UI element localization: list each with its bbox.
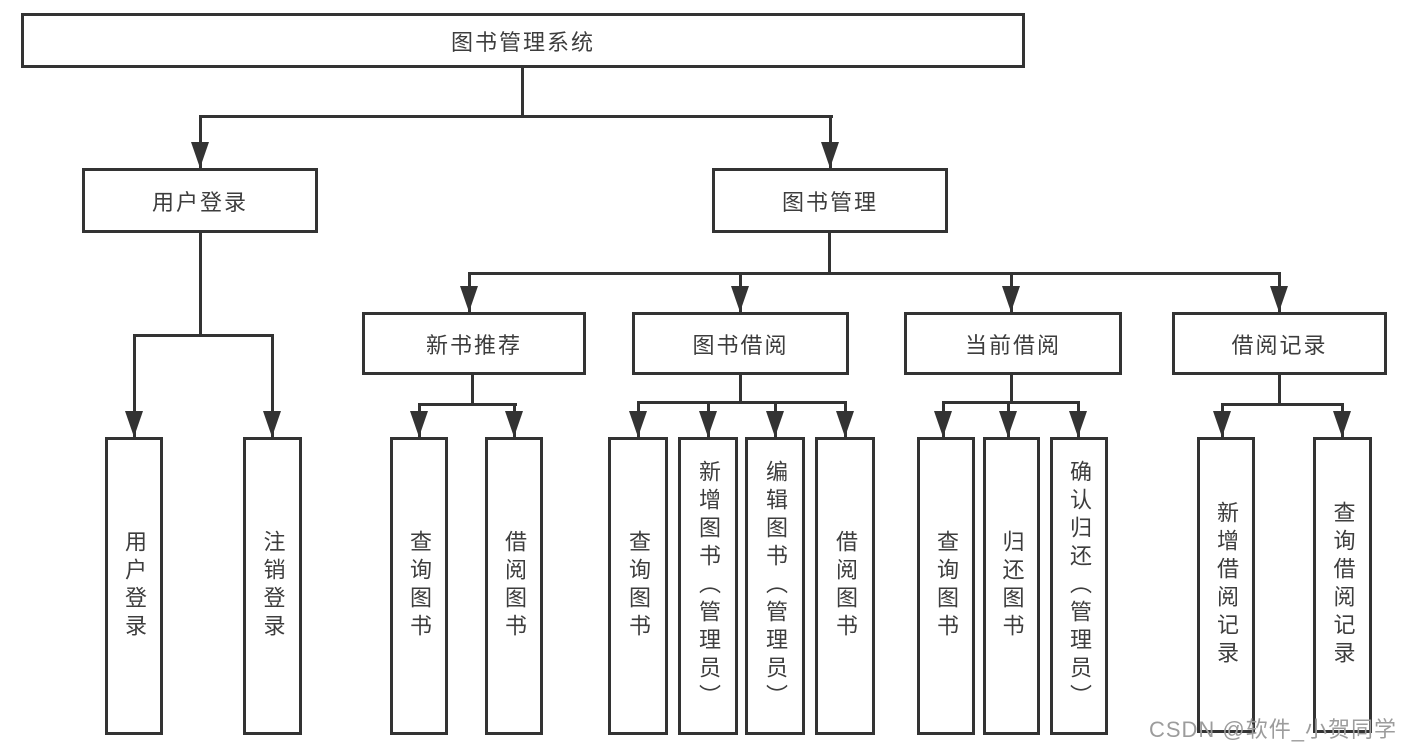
node-new-book-recommendation: 新书推荐 — [362, 312, 586, 375]
arrow-down-icon — [125, 411, 143, 437]
connector-line — [133, 334, 136, 437]
leaf-add-books-admin: 新增图书（管理员） — [678, 437, 738, 735]
node-label: 图书管理 — [781, 189, 878, 215]
connector-line — [1221, 403, 1344, 406]
arrow-down-icon — [629, 411, 647, 437]
arrow-down-icon — [999, 411, 1017, 437]
leaf-label: 归还图书 — [999, 530, 1025, 642]
leaf-edit-books-admin: 编辑图书（管理员） — [745, 437, 805, 735]
arrow-down-icon — [699, 411, 717, 437]
leaf-label: 借阅图书 — [833, 530, 858, 642]
arrow-down-icon — [1002, 286, 1020, 312]
csdn-watermark: CSDN @软件_小贺同学 — [1148, 717, 1397, 742]
connector-line — [199, 233, 202, 336]
leaf-label: 确认归还（管理员） — [1067, 460, 1092, 712]
node-borrow-records: 借阅记录 — [1172, 312, 1387, 375]
leaf-label: 用户登录 — [122, 530, 147, 642]
node-label: 用户登录 — [151, 189, 248, 215]
leaf-label: 查询图书 — [626, 530, 651, 642]
node-library-management-system: 图书管理系统 — [21, 13, 1025, 68]
node-label: 当前借阅 — [964, 332, 1061, 358]
node-label: 新书推荐 — [425, 332, 522, 358]
arrow-down-icon — [731, 286, 749, 312]
connector-line — [1010, 375, 1013, 403]
leaf-return-books: 归还图书 — [983, 437, 1040, 735]
leaf-label: 查询借阅记录 — [1330, 501, 1356, 669]
arrow-down-icon — [410, 411, 428, 437]
leaf-borrow-books: 借阅图书 — [815, 437, 875, 735]
arrow-down-icon — [836, 411, 854, 437]
arrow-down-icon — [1213, 411, 1231, 437]
connector-line — [468, 272, 1281, 275]
connector-line — [133, 334, 274, 337]
leaf-user-login: 用户登录 — [105, 437, 163, 735]
arrow-down-icon — [934, 411, 952, 437]
connector-line — [828, 233, 831, 275]
leaf-logout: 注销登录 — [243, 437, 302, 735]
connector-line — [471, 375, 474, 405]
connector-line — [271, 334, 274, 437]
leaf-label: 注销登录 — [260, 530, 286, 642]
leaf-query-books-current: 查询图书 — [917, 437, 975, 735]
connector-line — [199, 115, 833, 118]
arrow-down-icon — [263, 411, 281, 437]
node-label: 图书管理系统 — [450, 29, 595, 55]
node-current-borrowing: 当前借阅 — [904, 312, 1122, 375]
node-label: 借阅记录 — [1231, 332, 1328, 358]
connector-line — [829, 115, 832, 168]
arrow-down-icon — [505, 411, 523, 437]
node-book-management: 图书管理 — [712, 168, 948, 233]
leaf-query-books-borrowing: 查询图书 — [608, 437, 668, 735]
leaf-query-borrow-record: 查询借阅记录 — [1313, 437, 1372, 733]
arrow-down-icon — [1069, 411, 1087, 437]
node-user-login: 用户登录 — [82, 168, 318, 233]
node-book-borrowing: 图书借阅 — [632, 312, 849, 375]
leaf-borrow-books-recommend: 借阅图书 — [485, 437, 543, 735]
connector-line — [942, 401, 1080, 404]
connector-line — [739, 375, 742, 403]
leaf-label: 新增借阅记录 — [1214, 501, 1239, 669]
connector-line — [418, 403, 517, 406]
leaf-label: 查询图书 — [407, 530, 432, 642]
leaf-label: 编辑图书（管理员） — [763, 460, 788, 712]
connector-line — [1278, 375, 1281, 405]
leaf-label: 借阅图书 — [502, 530, 527, 642]
leaf-confirm-return-admin: 确认归还（管理员） — [1050, 437, 1108, 735]
arrow-down-icon — [1333, 411, 1351, 437]
leaf-query-books-recommend: 查询图书 — [390, 437, 448, 735]
arrow-down-icon — [191, 142, 209, 168]
arrow-down-icon — [1270, 286, 1288, 312]
connector-line — [637, 401, 847, 404]
connector-line — [199, 115, 202, 168]
connector-line — [521, 68, 524, 118]
arrow-down-icon — [821, 142, 839, 168]
arrow-down-icon — [766, 411, 784, 437]
arrow-down-icon — [460, 286, 478, 312]
node-label: 图书借阅 — [692, 332, 789, 358]
leaf-add-borrow-record: 新增借阅记录 — [1197, 437, 1255, 733]
leaf-label: 查询图书 — [934, 530, 959, 642]
leaf-label: 新增图书（管理员） — [696, 460, 721, 712]
